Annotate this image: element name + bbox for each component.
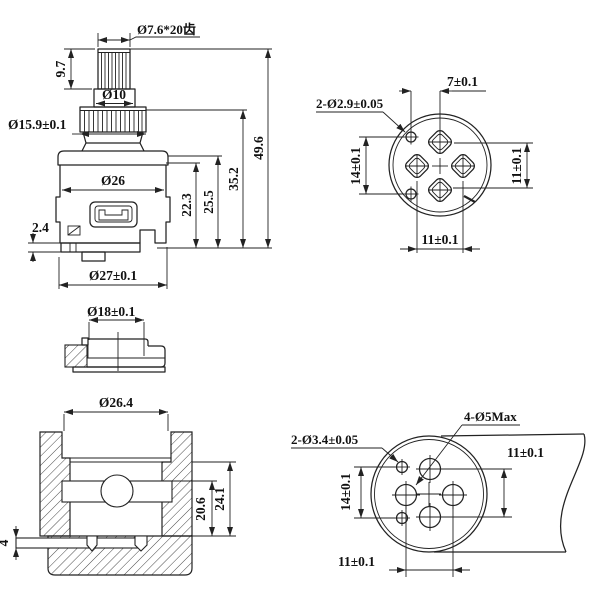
center-cross	[417, 482, 441, 506]
plate-outline	[434, 433, 586, 553]
vent-detail	[67, 225, 81, 236]
side-view: Ø7.6*20齿 9.7 Ø10 Ø15.9±0.1 Ø26 2.4 Ø27±0…	[8, 22, 272, 289]
dim-plate-thickness: 4	[0, 539, 11, 546]
screw-hole-upper	[394, 459, 410, 475]
port-hole-top	[428, 130, 452, 154]
dim-collar-diameter: Ø10	[102, 87, 126, 102]
dim-top-bottom-spacing: 11±0.1	[421, 232, 458, 247]
dim-step-height: 2.4	[32, 220, 49, 235]
dim-center-offset: 7±0.1	[447, 74, 478, 89]
label-port-holes: 4-Ø5Max	[464, 409, 517, 424]
dim-flange-diameter: Ø18±0.1	[87, 304, 136, 319]
bottom-view-dimensions: 4-Ø5Max 2-Ø3.4±0.05 11±0.1 14±0.1 11±0.1	[291, 409, 544, 577]
bottom-view: 4-Ø5Max 2-Ø3.4±0.05 11±0.1 14±0.1 11±0.1	[291, 409, 586, 577]
dim-spline-teeth: Ø7.6*20齿	[137, 22, 196, 37]
port-hole-right	[451, 154, 475, 178]
dim-bottom-side-spacing: 11±0.1	[507, 445, 544, 460]
rim-notch	[463, 195, 476, 203]
side-view-dimensions: Ø7.6*20齿 9.7 Ø10 Ø15.9±0.1 Ø26 2.4 Ø27±0…	[8, 22, 272, 289]
port-hole-left	[392, 481, 420, 509]
dim-inner-depth: 20.6	[193, 497, 208, 521]
port-hole-right	[439, 481, 467, 509]
label-top-screw-holes: 2-Ø2.9±0.05	[316, 96, 384, 111]
screw-hole-lower	[403, 186, 419, 202]
dim-height-1: 22.3	[179, 193, 194, 217]
dim-top-side-spacing: 11±0.1	[509, 147, 524, 184]
dim-bore-diameter: Ø26.4	[99, 395, 133, 410]
dim-height-3: 35.2	[226, 167, 241, 191]
locating-pin-left	[86, 535, 98, 552]
port-hole-top	[416, 455, 444, 483]
label-bottom-screw-holes: 2-Ø3.4±0.05	[291, 432, 359, 447]
locating-pin-right	[134, 535, 148, 552]
keyway-slot	[89, 201, 138, 228]
base-section-dimensions: 4 20.6 24.1	[0, 461, 236, 560]
bottom-foot	[81, 251, 106, 262]
flange-section-view: Ø18±0.1	[64, 304, 166, 373]
dim-stem-height: 9.7	[53, 60, 68, 77]
center-cross	[432, 158, 448, 174]
port-hole-bottom	[416, 503, 444, 531]
screw-hole-upper	[403, 129, 419, 145]
screw-hole-lower	[394, 510, 410, 526]
top-view: 7±0.1 2-Ø2.9±0.05 14±0.1 11±0.1 11±0.1	[316, 74, 533, 253]
dim-total-depth: 24.1	[212, 487, 227, 511]
bottom-view-outer-rim	[370, 435, 488, 553]
base-outline	[15, 431, 193, 576]
base-section-view: Ø26.4 4 20.6	[0, 395, 236, 576]
port-hole-left	[405, 154, 429, 178]
cartridge-outline	[55, 48, 171, 262]
dim-bottom-bottom-spacing: 11±0.1	[338, 554, 375, 569]
dim-spline-diameter: Ø15.9±0.1	[8, 117, 67, 132]
flange-outline	[64, 332, 166, 373]
top-view-dimensions: 7±0.1 2-Ø2.9±0.05 14±0.1 11±0.1 11±0.1	[316, 74, 533, 253]
dim-body-diameter: Ø26	[101, 173, 125, 188]
dim-height-2: 25.5	[201, 190, 216, 214]
mounting-plate-slot	[15, 537, 141, 549]
center-boss	[100, 474, 134, 508]
dim-bottom-vertical-spacing: 14±0.1	[338, 473, 353, 511]
stem-spline-lines	[101, 52, 127, 89]
dim-base-diameter: Ø27±0.1	[89, 268, 138, 283]
dim-top-vertical-spacing: 14±0.1	[348, 147, 363, 185]
ring-spline-lines	[84, 110, 143, 132]
dim-height-4: 49.6	[251, 136, 266, 160]
port-hole-bottom	[428, 178, 452, 202]
